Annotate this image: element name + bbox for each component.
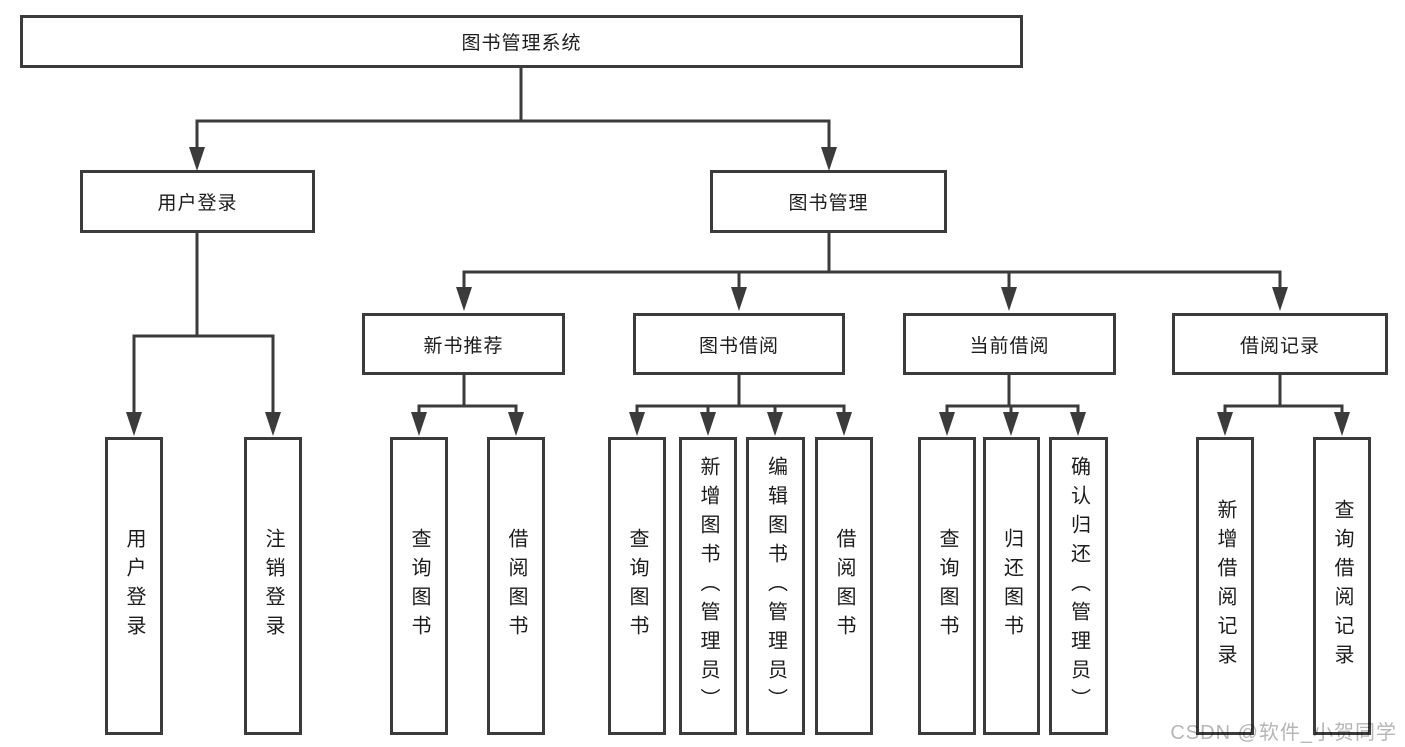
node-label: 查询图书	[936, 528, 958, 644]
node-add-borrow-record: 新增借阅记录	[1196, 437, 1254, 735]
node-return-books: 归还图书	[983, 437, 1040, 735]
node-label: 当前借阅	[969, 335, 1050, 357]
node-borrow-books: 借阅图书	[815, 437, 873, 735]
node-label: 用户登录	[123, 528, 145, 644]
node-label: 图书管理系统	[461, 33, 582, 54]
node-label: 新增借阅记录	[1214, 499, 1236, 673]
node-add-books-admin: 新增图书（管理员）	[679, 437, 737, 735]
node-label: 查询图书	[408, 528, 430, 644]
node-user-login-branch: 用户登录	[80, 170, 315, 233]
csdn-watermark: CSDN @软件_小贺同学	[1170, 722, 1397, 744]
node-label: 图书管理	[788, 193, 869, 214]
node-user-login: 用户登录	[105, 437, 163, 735]
node-current-borrow: 当前借阅	[903, 313, 1116, 375]
node-book-borrow: 图书借阅	[633, 313, 845, 375]
node-query-borrow-record: 查询借阅记录	[1313, 437, 1371, 735]
node-label: 查询图书	[626, 528, 648, 644]
node-recommend-query-books: 查询图书	[390, 437, 448, 735]
node-label: 确认归还（管理员）	[1067, 455, 1090, 717]
node-new-book-recommend: 新书推荐	[362, 313, 565, 375]
node-borrow-records: 借阅记录	[1172, 313, 1388, 375]
node-label: 借阅记录	[1239, 335, 1320, 357]
node-borrow-query-books: 查询图书	[608, 437, 666, 735]
node-recommend-borrow-books: 借阅图书	[487, 437, 545, 735]
node-label: 新书推荐	[423, 335, 504, 357]
node-book-management-branch: 图书管理	[710, 170, 947, 233]
node-library-management-system: 图书管理系统	[20, 15, 1023, 68]
connector-paths	[132, 68, 1344, 416]
node-label: 借阅图书	[505, 528, 527, 644]
node-label: 编辑图书（管理员）	[764, 455, 787, 717]
node-label: 归还图书	[1000, 528, 1023, 644]
node-label: 新增图书（管理员）	[697, 455, 719, 717]
node-logout: 注销登录	[244, 437, 302, 735]
node-label: 用户登录	[157, 193, 238, 214]
node-label: 图书借阅	[698, 335, 779, 357]
arrowheads	[126, 147, 1350, 436]
node-label: 借阅图书	[833, 528, 855, 644]
node-edit-books-admin: 编辑图书（管理员）	[746, 437, 805, 735]
node-label: 查询借阅记录	[1331, 499, 1353, 673]
node-current-query-books: 查询图书	[918, 437, 976, 735]
node-confirm-return-admin: 确认归还（管理员）	[1049, 437, 1108, 735]
node-label: 注销登录	[262, 528, 284, 644]
